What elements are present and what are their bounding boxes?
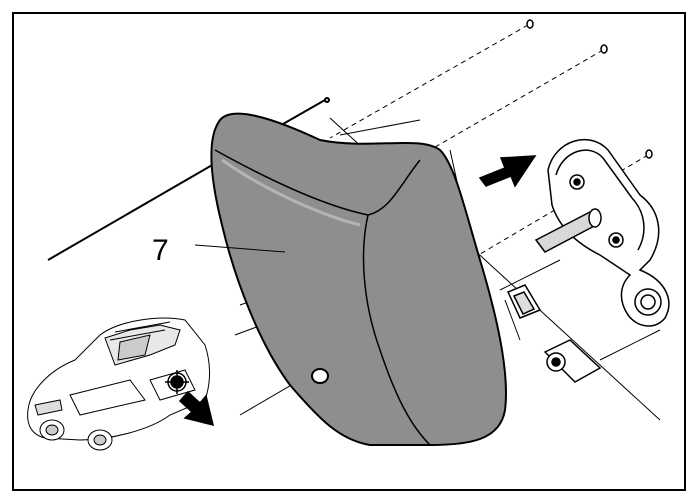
screw-icon — [526, 19, 653, 159]
callout-leader-7 — [194, 244, 286, 253]
direction-arrow-icon — [478, 155, 537, 188]
trim-panel — [210, 112, 507, 446]
location-arrow-icon — [178, 390, 215, 427]
door-clip — [506, 284, 542, 319]
callout-label: 7 — [152, 234, 169, 267]
door-nut — [543, 339, 602, 383]
hinge-bracket-icon — [534, 139, 670, 327]
vehicle-icon — [27, 317, 210, 451]
location-marker-icon — [165, 370, 189, 394]
diagram-border — [12, 12, 686, 491]
